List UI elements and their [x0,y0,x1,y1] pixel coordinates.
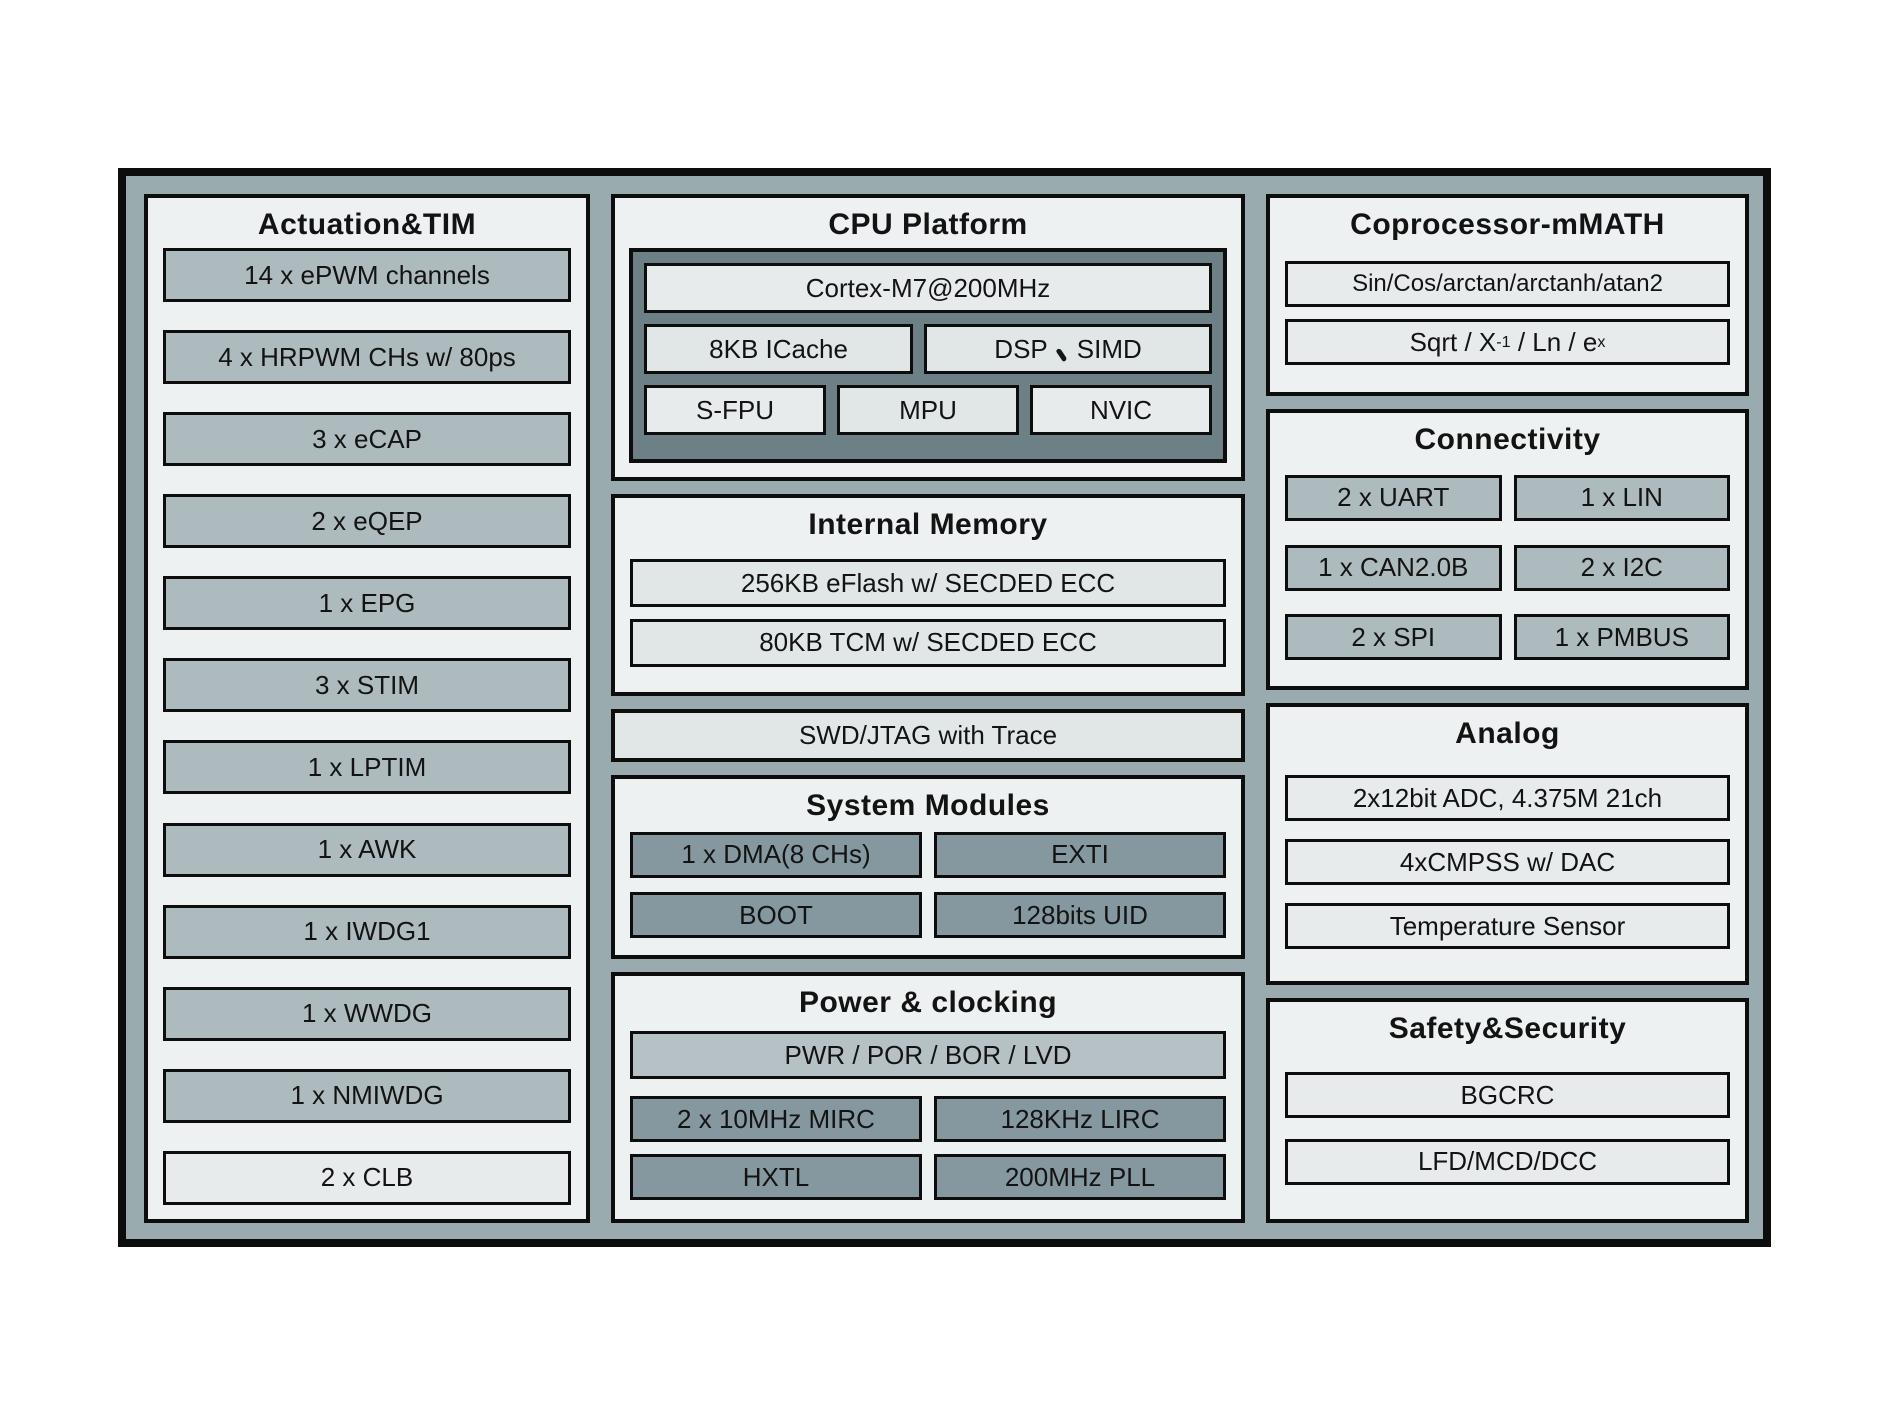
section-internal-memory: Internal Memory 256KB eFlash w/ SECDED E… [611,494,1245,696]
block-pll: 200MHz PLL [934,1154,1226,1200]
block-spi: 2 x SPI [1285,614,1502,661]
section-power-clocking: Power & clocking PWR / POR / BOR / LVD 2… [611,972,1245,1223]
system-grid: 1 x DMA(8 CHs) EXTI BOOT 128bits UID [630,829,1226,941]
section-title-cpu: CPU Platform [828,208,1028,241]
block-pwr-por-bor-lvd: PWR / POR / BOR / LVD [630,1031,1226,1079]
block-eqep: 2 x eQEP [163,494,571,549]
block-epg: 1 x EPG [163,576,571,631]
section-system-modules: System Modules 1 x DMA(8 CHs) EXTI BOOT … [611,775,1245,959]
block-nmiwdg: 1 x NMIWDG [163,1068,571,1123]
mcu-block-diagram: Actuation&TIM 14 x ePWM channels 4 x HRP… [118,168,1771,1247]
block-lfd-mcd-dcc: LFD/MCD/DCC [1285,1138,1730,1185]
column-left: Actuation&TIM 14 x ePWM channels 4 x HRP… [144,194,590,1223]
block-dsp-simd: DSP SIMD [924,324,1212,374]
block-awk: 1 x AWK [163,822,571,877]
block-iwdg: 1 x IWDG1 [163,904,571,959]
block-cmpss: 4xCMPSS w/ DAC [1285,839,1730,885]
section-title-safety: Safety&Security [1388,1012,1627,1045]
block-boot: BOOT [630,892,922,939]
block-bgcrc: BGCRC [1285,1072,1730,1119]
block-eflash: 256KB eFlash w/ SECDED ECC [630,559,1226,608]
sqrt-label-part2: / Ln / e [1510,326,1598,357]
cpu-core-container: Cortex-M7@200MHz 8KB ICache DSP SIMD S-FP… [629,248,1227,463]
ideographic-comma-glyph [1055,347,1068,363]
power-items: PWR / POR / BOR / LVD 2 x 10MHz MIRC 128… [615,1022,1241,1219]
dsp-label: DSP [994,333,1048,364]
safety-items: BGCRC LFD/MCD/DCC [1270,1048,1745,1219]
memory-items: 256KB eFlash w/ SECDED ECC 80KB TCM w/ S… [615,544,1241,692]
block-nvic: NVIC [1030,385,1212,435]
system-items: 1 x DMA(8 CHs) EXTI BOOT 128bits UID [615,825,1241,955]
section-actuation-tim: Actuation&TIM 14 x ePWM channels 4 x HRP… [144,194,590,1223]
block-trig-functions: Sin/Cos/arctan/arctanh/atan2 [1285,260,1730,307]
block-uid: 128bits UID [934,892,1226,939]
block-lptim: 1 x LPTIM [163,740,571,795]
block-mpu: MPU [837,385,1019,435]
section-title-analog: Analog [1455,717,1560,750]
block-tcm: 80KB TCM w/ SECDED ECC [630,618,1226,667]
block-dma: 1 x DMA(8 CHs) [630,831,922,878]
section-title-math: Coprocessor-mMATH [1350,208,1665,241]
section-connectivity: Connectivity 2 x UART 1 x LIN 1 x CAN2.0… [1266,409,1749,690]
power-grid: 2 x 10MHz MIRC 128KHz LIRC HXTL 200MHz P… [630,1096,1226,1200]
block-clb: 2 x CLB [163,1150,571,1205]
block-stim: 3 x STIM [163,658,571,713]
section-safety-security: Safety&Security BGCRC LFD/MCD/DCC [1266,998,1749,1223]
block-cortex-core: Cortex-M7@200MHz [644,263,1212,313]
block-temp-sensor: Temperature Sensor [1285,903,1730,949]
block-lin: 1 x LIN [1513,474,1730,521]
connectivity-items: 2 x UART 1 x LIN 1 x CAN2.0B 2 x I2C 2 x… [1270,459,1745,686]
block-mirc: 2 x 10MHz MIRC [630,1096,922,1142]
block-exti: EXTI [934,831,1226,878]
actuation-items: 14 x ePWM channels 4 x HRPWM CHs w/ 80ps… [148,244,586,1219]
block-uart: 2 x UART [1285,474,1502,521]
cpu-row-fpu-mpu-nvic: S-FPU MPU NVIC [644,385,1212,435]
section-title-memory: Internal Memory [808,508,1048,541]
block-wwdg: 1 x WWDG [163,986,571,1041]
connectivity-grid: 2 x UART 1 x LIN 1 x CAN2.0B 2 x I2C 2 x… [1285,463,1730,672]
math-items: Sin/Cos/arctan/arctanh/atan2 Sqrt / X-1 … [1270,244,1745,392]
section-title-connectivity: Connectivity [1414,423,1601,456]
block-epwm: 14 x ePWM channels [163,248,571,302]
section-title-power: Power & clocking [798,986,1058,1019]
section-analog: Analog 2x12bit ADC, 4.375M 21ch 4xCMPSS … [1266,703,1749,985]
block-ecap: 3 x eCAP [163,412,571,467]
section-cpu-platform: CPU Platform Cortex-M7@200MHz 8KB ICache… [611,194,1245,481]
block-lirc: 128KHz LIRC [934,1096,1226,1142]
block-sfpu: S-FPU [644,385,826,435]
block-icache: 8KB ICache [644,324,914,374]
block-pmbus: 1 x PMBUS [1513,614,1730,661]
simd-label: SIMD [1076,333,1142,364]
block-i2c: 2 x I2C [1513,544,1730,591]
section-coprocessor-math: Coprocessor-mMATH Sin/Cos/arctan/arctanh… [1266,194,1749,396]
section-title-system: System Modules [806,789,1050,822]
analog-items: 2x12bit ADC, 4.375M 21ch 4xCMPSS w/ DAC … [1270,753,1745,981]
block-can: 1 x CAN2.0B [1285,544,1502,591]
cpu-row-cache-dsp: 8KB ICache DSP SIMD [644,324,1212,374]
block-adc: 2x12bit ADC, 4.375M 21ch [1285,775,1730,821]
block-hxtl: HXTL [630,1154,922,1200]
sqrt-label-part1: Sqrt / X [1409,326,1497,357]
block-hrpwm: 4 x HRPWM CHs w/ 80ps [163,330,571,385]
column-right: Coprocessor-mMATH Sin/Cos/arctan/arctanh… [1266,194,1749,1223]
section-title-actuation: Actuation&TIM [257,208,477,241]
column-middle: CPU Platform Cortex-M7@200MHz 8KB ICache… [611,194,1245,1223]
block-swd-jtag: SWD/JTAG with Trace [611,709,1245,762]
